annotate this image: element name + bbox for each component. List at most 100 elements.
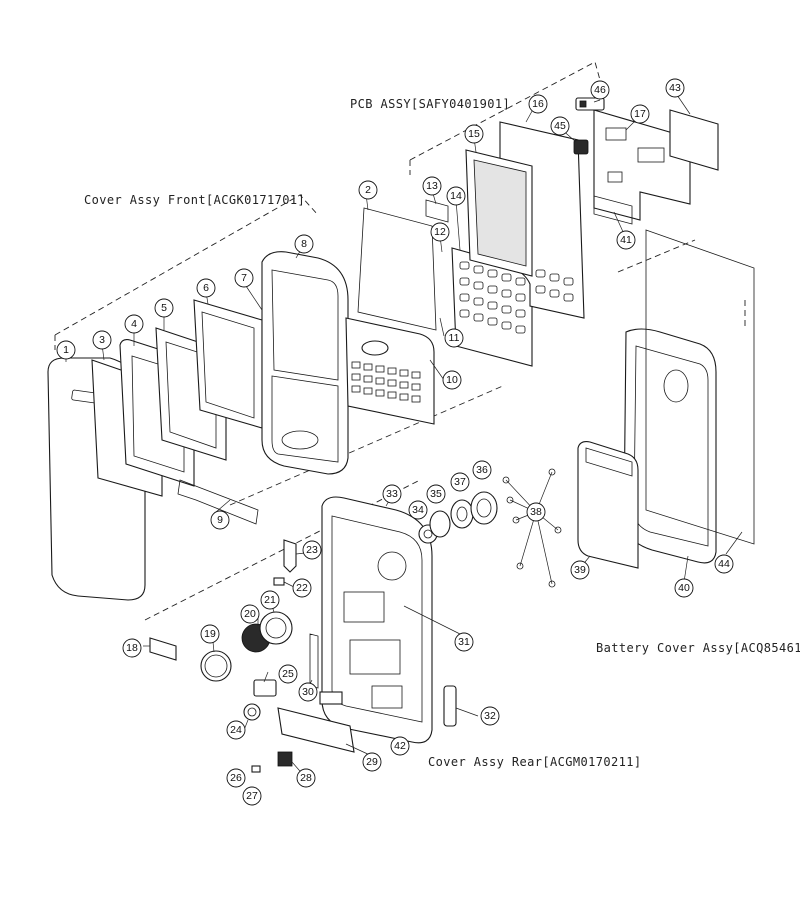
callout-4: 4 <box>124 314 144 334</box>
callout-11: 11 <box>444 328 464 348</box>
callout-46: 46 <box>590 80 610 100</box>
part-key-32 <box>443 685 457 727</box>
svg-text:10: 10 <box>446 374 458 386</box>
svg-text:18: 18 <box>126 642 138 654</box>
svg-text:8: 8 <box>301 238 307 250</box>
callout-1: 1 <box>56 340 76 360</box>
callout-20: 20 <box>240 604 260 624</box>
svg-text:45: 45 <box>554 120 566 132</box>
svg-text:42: 42 <box>394 740 406 752</box>
callout-14: 14 <box>446 186 466 206</box>
part-sheet-13 <box>425 199 449 223</box>
callout-17: 17 <box>630 104 650 124</box>
callout-33: 33 <box>382 484 402 504</box>
svg-text:43: 43 <box>669 82 681 94</box>
svg-text:40: 40 <box>678 582 690 594</box>
callout-39: 39 <box>570 560 590 580</box>
callout-29: 29 <box>362 752 382 772</box>
svg-text:13: 13 <box>426 180 438 192</box>
callout-9: 9 <box>210 510 230 530</box>
svg-text:22: 22 <box>296 582 308 594</box>
part-screws-38 <box>502 468 562 588</box>
label-battery-cover-assy: Battery Cover Assy[ACQ85461501] <box>596 641 800 655</box>
callout-26: 26 <box>226 768 246 788</box>
callout-43: 43 <box>665 78 685 98</box>
callout-6: 6 <box>196 278 216 298</box>
part-main-lcd-15 <box>465 149 533 277</box>
callout-35: 35 <box>426 484 446 504</box>
dashed-boundaries <box>54 61 746 621</box>
svg-text:46: 46 <box>594 84 606 96</box>
label-cover-assy-front: Cover Assy Front[ACGK0171701] <box>84 193 305 207</box>
part-ring-24 <box>243 703 261 721</box>
part-ring-37 <box>450 499 474 529</box>
svg-text:44: 44 <box>718 558 730 570</box>
svg-text:5: 5 <box>161 302 167 314</box>
svg-text:25: 25 <box>282 668 294 680</box>
callout-18: 18 <box>122 638 142 658</box>
svg-text:34: 34 <box>412 504 424 516</box>
svg-text:37: 37 <box>454 476 466 488</box>
part-lens-36 <box>470 491 498 525</box>
svg-text:11: 11 <box>449 332 460 344</box>
callout-15: 15 <box>464 124 484 144</box>
callout-5: 5 <box>154 298 174 318</box>
callout-24: 24 <box>226 720 246 740</box>
svg-text:19: 19 <box>204 628 216 640</box>
part-battery-cover-40 <box>623 328 717 564</box>
svg-text:21: 21 <box>264 594 276 606</box>
callout-3: 3 <box>92 330 112 350</box>
part-shield-41 <box>593 195 633 225</box>
svg-text:7: 7 <box>241 272 247 284</box>
callout-37: 37 <box>450 472 470 492</box>
part-clip-22 <box>273 577 285 586</box>
callout-31: 31 <box>454 632 474 652</box>
callout-28: 28 <box>296 768 316 788</box>
callout-34: 34 <box>408 500 428 520</box>
svg-text:9: 9 <box>217 514 223 526</box>
svg-text:41: 41 <box>620 234 632 246</box>
svg-text:38: 38 <box>530 506 542 518</box>
svg-text:3: 3 <box>99 334 105 346</box>
svg-text:2: 2 <box>365 184 371 196</box>
callout-16: 16 <box>528 94 548 114</box>
svg-text:20: 20 <box>244 608 256 620</box>
part-component-45 <box>573 139 589 155</box>
svg-text:15: 15 <box>468 128 480 140</box>
part-rear-housing-33 <box>321 496 433 744</box>
part-speaker-ring-21 <box>259 611 293 645</box>
callout-22: 22 <box>292 578 312 598</box>
part-small-26-27 <box>251 765 261 773</box>
callout-42: 42 <box>390 736 410 756</box>
part-flex-9 <box>177 479 259 525</box>
part-label-43 <box>669 109 719 171</box>
callout-30: 30 <box>298 682 318 702</box>
callout-19: 19 <box>200 624 220 644</box>
svg-text:17: 17 <box>634 108 646 120</box>
part-jack-25 <box>253 679 277 697</box>
svg-text:23: 23 <box>306 544 318 556</box>
svg-text:1: 1 <box>63 344 69 356</box>
svg-text:14: 14 <box>450 190 462 202</box>
callout-25: 25 <box>278 664 298 684</box>
part-front-housing-8 <box>261 251 349 475</box>
callout-45: 45 <box>550 116 570 136</box>
label-cover-assy-rear: Cover Assy Rear[ACGM0170211] <box>428 755 642 769</box>
part-label-18 <box>149 637 177 661</box>
callout-21: 21 <box>260 590 280 610</box>
callout-36: 36 <box>472 460 492 480</box>
svg-text:16: 16 <box>532 98 544 110</box>
callout-23: 23 <box>302 540 322 560</box>
part-motor-28 <box>277 751 293 767</box>
part-strip-30 <box>309 633 319 689</box>
callout-10: 10 <box>442 370 462 390</box>
callout-38: 38 <box>526 502 546 522</box>
callout-7: 7 <box>234 268 254 288</box>
svg-text:30: 30 <box>302 686 314 698</box>
svg-text:12: 12 <box>434 226 446 238</box>
part-battery-39 <box>577 441 639 569</box>
callout-2: 2 <box>358 180 378 200</box>
svg-text:29: 29 <box>366 756 378 768</box>
svg-text:31: 31 <box>458 636 470 648</box>
